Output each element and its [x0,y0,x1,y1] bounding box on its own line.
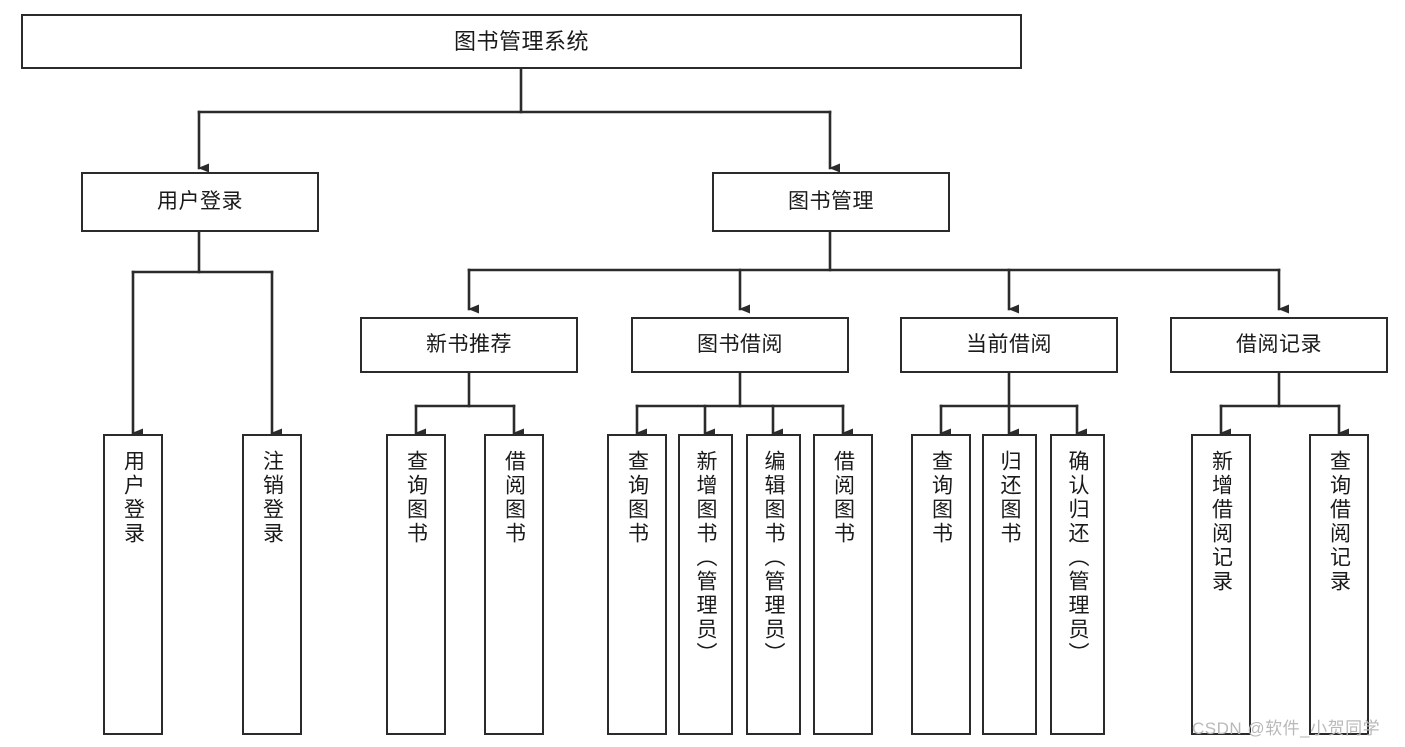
node-book-borrow-label: 图书借阅 [697,332,783,356]
leaf-add-book-admin[interactable]: 新增图书（管理员） [678,434,733,735]
leaf-borrow-book-new-label: 借阅图书 [502,450,526,546]
leaf-borrow-book[interactable]: 借阅图书 [813,434,873,735]
leaf-add-book-admin-label: 新增图书（管理员） [694,450,717,666]
leaf-query-book-new[interactable]: 查询图书 [386,434,446,735]
leaf-add-borrow-record[interactable]: 新增借阅记录 [1191,434,1251,735]
node-user-login[interactable]: 用户登录 [81,172,319,232]
node-current-borrow-label: 当前借阅 [966,332,1052,356]
node-book-management[interactable]: 图书管理 [712,172,950,232]
node-user-login-label: 用户登录 [157,189,243,213]
leaf-query-book-borrow-label: 查询图书 [625,450,649,546]
node-new-book-recommend-label: 新书推荐 [426,332,512,356]
node-borrow-records[interactable]: 借阅记录 [1170,317,1388,373]
leaf-query-book-current-label: 查询图书 [929,450,953,546]
leaf-query-book-current[interactable]: 查询图书 [911,434,971,735]
leaf-add-borrow-record-label: 新增借阅记录 [1209,450,1233,594]
leaf-logout[interactable]: 注销登录 [242,434,302,735]
leaf-user-login-label: 用户登录 [121,450,145,546]
node-new-book-recommend[interactable]: 新书推荐 [360,317,578,373]
node-root-label: 图书管理系统 [453,28,589,54]
leaf-confirm-return-admin[interactable]: 确认归还（管理员） [1050,434,1105,735]
leaf-borrow-book-new[interactable]: 借阅图书 [484,434,544,735]
node-book-management-label: 图书管理 [788,189,874,213]
leaf-logout-label: 注销登录 [260,450,284,546]
leaf-edit-book-admin[interactable]: 编辑图书（管理员） [746,434,801,735]
csdn-watermark: CSDN @软件_小贺同学 [1192,719,1381,738]
leaf-confirm-return-admin-label: 确认归还（管理员） [1066,450,1089,666]
leaf-query-book-borrow[interactable]: 查询图书 [607,434,667,735]
leaf-return-book[interactable]: 归还图书 [982,434,1037,735]
leaf-query-borrow-record-label: 查询借阅记录 [1327,450,1351,594]
leaf-query-book-new-label: 查询图书 [404,450,428,546]
leaf-user-login[interactable]: 用户登录 [103,434,163,735]
node-root[interactable]: 图书管理系统 [21,14,1022,69]
leaf-query-borrow-record[interactable]: 查询借阅记录 [1309,434,1369,735]
node-borrow-records-label: 借阅记录 [1236,332,1322,356]
leaf-return-book-label: 归还图书 [998,450,1021,546]
node-book-borrow[interactable]: 图书借阅 [631,317,849,373]
node-current-borrow[interactable]: 当前借阅 [900,317,1118,373]
leaf-borrow-book-label: 借阅图书 [831,450,855,546]
leaf-edit-book-admin-label: 编辑图书（管理员） [762,450,785,666]
